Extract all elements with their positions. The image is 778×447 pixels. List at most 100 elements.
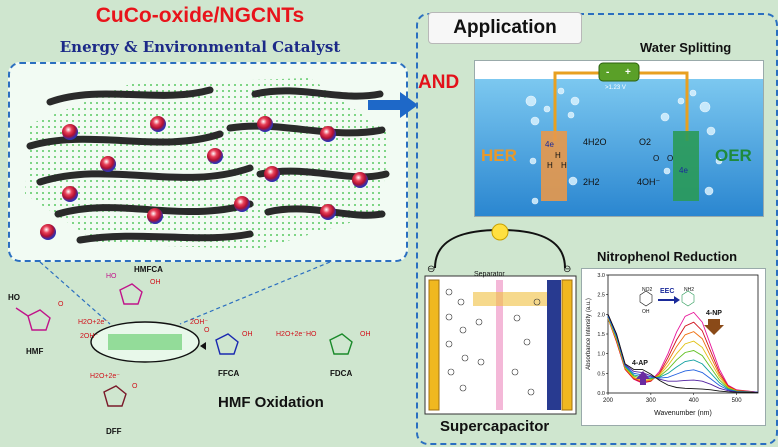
right-electrode	[547, 280, 561, 410]
chart-y-label: Absorbance Intensity (a.u.)	[586, 298, 592, 370]
series-line-6	[607, 316, 759, 393]
hmfca-label: HMFCA	[134, 265, 163, 274]
inset-nh2: NH2	[684, 287, 694, 293]
hmf-reagent-1: H2O+2e⁻	[78, 319, 108, 326]
nanoparticle	[207, 148, 223, 164]
x-tick-label: 400	[689, 398, 700, 404]
eec-label: EEC	[660, 288, 674, 295]
figure-subtitle: Energy & Environmental Catalyst	[59, 38, 341, 56]
hmfca-oh: OH	[150, 279, 161, 286]
inset-no2: NO2	[642, 287, 653, 293]
y-tick-label: 1.0	[597, 352, 605, 358]
hmfca-ho: HO	[106, 273, 117, 280]
catalyst-illustration-panel	[8, 62, 408, 262]
fdca-label: FDCA	[330, 369, 352, 378]
arrow-down-icon	[704, 319, 724, 335]
hmf-oh-reagent-1: 2OH⁻	[80, 333, 98, 340]
her-h-top: H	[555, 151, 561, 160]
reaction-arrow	[200, 342, 206, 350]
her-h-right: H	[561, 161, 567, 170]
y-tick-label: 2.0	[597, 312, 605, 318]
and-label: AND	[418, 72, 460, 93]
series-line-9	[607, 314, 759, 394]
y-tick-label: 2.5	[597, 293, 605, 299]
oer-electrode	[673, 131, 699, 201]
peak-4np-label: 4-NP	[706, 310, 722, 317]
hmf-oxidation-panel: HO O HMF HO OH HMFCA H2O+2e⁻ 2OH⁻ OH O F…	[0, 261, 410, 442]
left-collector	[428, 279, 440, 411]
water-splitting-panel: - + >1.23 V HER OER 4e 4e H H H 4H2O 2H2…	[474, 60, 764, 217]
zoom-line-right	[179, 261, 331, 325]
ffca-ring	[215, 333, 239, 355]
nanoparticle	[147, 208, 163, 224]
ffca-oh: OH	[242, 331, 253, 338]
her-h-left: H	[547, 161, 553, 170]
her-electrode	[541, 131, 567, 201]
y-tick-label: 0.5	[597, 371, 605, 377]
oer-o-right: O	[667, 154, 673, 163]
ion-highlight	[473, 292, 547, 306]
hydrogen-product: 2H2	[583, 177, 600, 187]
sc-minus-left: ⊖	[427, 264, 435, 275]
right-collector	[561, 279, 573, 411]
supercapacitor-panel: ⊖ ⊖ Separator	[419, 222, 582, 418]
dff-reagent: H2O+2e⁻	[90, 373, 120, 380]
dff-o: O	[132, 383, 138, 390]
battery	[598, 62, 640, 82]
nanoparticle	[62, 186, 78, 202]
ffca-reagent: H2O+2e⁻	[276, 331, 306, 338]
battery-plus: +	[625, 67, 631, 78]
nitrophenol-title: Nitrophenol Reduction	[597, 249, 738, 264]
y-tick-label: 3.0	[597, 273, 605, 279]
nanoparticle	[62, 124, 78, 140]
series-line-4	[607, 318, 759, 393]
x-tick-label: 300	[646, 398, 657, 404]
oxygen-product: O2	[639, 137, 651, 147]
arrow-up-icon	[636, 371, 650, 385]
nanoparticle	[257, 116, 273, 132]
wires	[553, 71, 689, 141]
hmf-o: O	[58, 301, 64, 308]
hmf-ring	[27, 309, 51, 331]
y-tick-label: 0.0	[597, 391, 605, 397]
supercapacitor-title: Supercapacitor	[440, 418, 550, 435]
water-splitting-title: Water Splitting	[640, 40, 732, 55]
ions	[445, 288, 541, 396]
catalyst-illustration	[25, 78, 390, 249]
nanoparticle	[234, 196, 250, 212]
nanoparticle	[352, 172, 368, 188]
her-electrons: 4e	[545, 140, 554, 149]
nanoparticle	[100, 156, 116, 172]
fdca-ring	[329, 333, 353, 355]
application-arrow	[368, 92, 418, 118]
battery-voltage: >1.23 V	[605, 85, 626, 91]
ffca-label: FFCA	[218, 369, 240, 378]
series-line-2	[607, 318, 759, 393]
separator	[496, 280, 503, 410]
nanoparticle	[40, 224, 56, 240]
cuco-oxide-nanoparticles	[40, 116, 368, 240]
hmfca-ring	[119, 283, 143, 305]
nanoparticle	[320, 204, 336, 220]
oer-label: OER	[715, 146, 752, 165]
oer-electrons: 4e	[679, 166, 688, 175]
hmf-label: HMF	[26, 347, 43, 356]
graphene-sheet	[25, 78, 390, 249]
hydroxide-reactant: 4OH⁻	[637, 177, 661, 187]
bubbles	[525, 87, 723, 205]
fdca-oh: OH	[360, 331, 371, 338]
her-label: HER	[481, 146, 517, 165]
zoom-line-left	[39, 261, 111, 325]
water-reactant: 4H2O	[583, 137, 607, 147]
series-line-5	[607, 316, 759, 393]
peak-4ap-label: 4-AP	[632, 360, 648, 367]
inset-oh-left: OH	[642, 309, 650, 315]
nanoparticle	[264, 166, 280, 182]
x-tick-label: 500	[732, 398, 743, 404]
hmf-oxidation-title: HMF Oxidation	[218, 394, 324, 411]
series-line-3	[607, 318, 759, 393]
eec-inset: NO2 OH EEC NH2	[639, 287, 695, 315]
battery-minus: -	[606, 67, 609, 78]
